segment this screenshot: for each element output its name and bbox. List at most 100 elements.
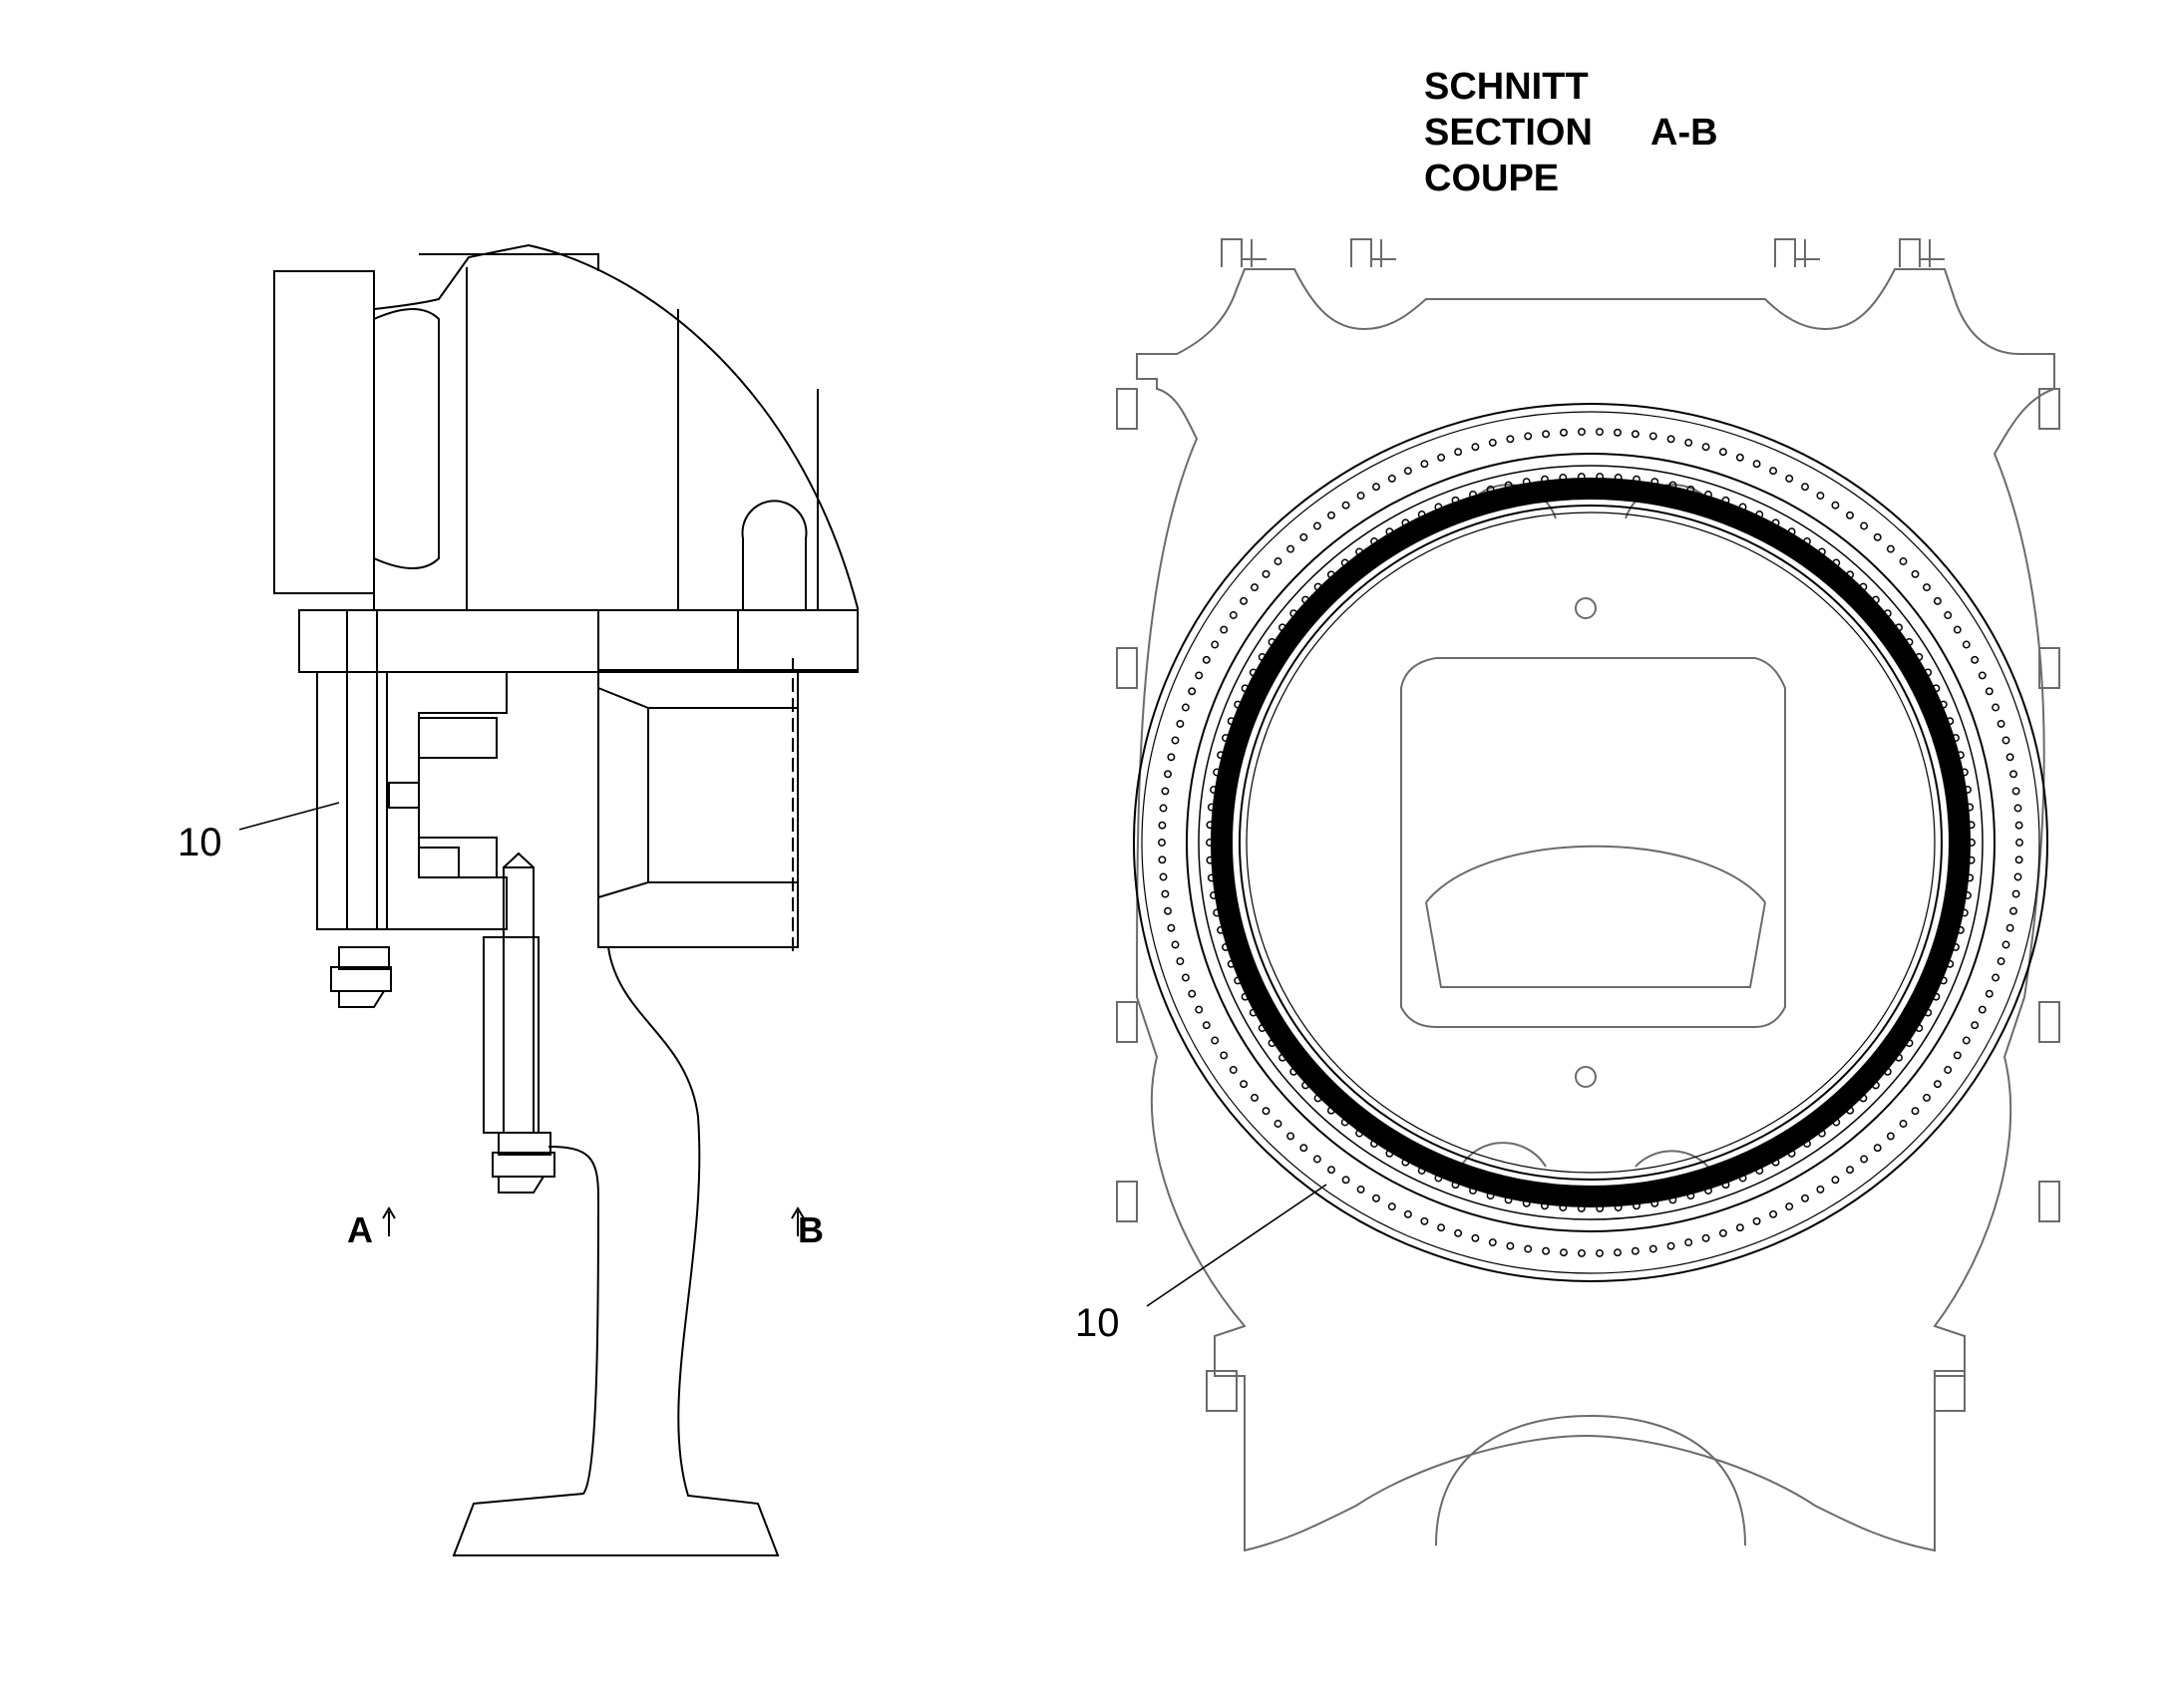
bolt-hole	[1559, 474, 1568, 482]
bolt-hole	[1946, 959, 1955, 968]
section-title-section: SECTION	[1424, 112, 1593, 154]
housing-flange	[419, 253, 599, 271]
bolt-hole	[1229, 611, 1238, 619]
bolt-hole	[1895, 1053, 1903, 1062]
bolt-hole	[1944, 1066, 1953, 1074]
bolt-hole	[1718, 448, 1727, 457]
bolt-hole	[1735, 1223, 1744, 1232]
bolt-hole	[1202, 655, 1211, 664]
bolt-hole	[1471, 443, 1480, 452]
bolt-hole	[1956, 925, 1965, 934]
bolt-hole	[1738, 1174, 1747, 1183]
bolt-hole	[1213, 768, 1222, 777]
bolt-hole	[1522, 478, 1531, 487]
bolt-hole	[1560, 428, 1568, 437]
bolt-hole	[1787, 527, 1796, 536]
bolt-hole	[1417, 511, 1426, 518]
ring-inner-edge	[1239, 505, 1943, 1181]
bolt-hole	[1240, 596, 1249, 605]
bolt-hole	[1803, 1140, 1811, 1148]
bolt-hole	[1686, 1192, 1695, 1200]
bolt-hole	[1769, 1209, 1778, 1218]
bolt-hole	[1504, 1196, 1513, 1204]
bolt-hole	[1176, 719, 1185, 728]
bolt-hole	[1220, 625, 1229, 634]
bolt-hole	[1161, 889, 1170, 898]
bolt-hole	[1803, 537, 1811, 545]
bolt-hole	[1434, 1174, 1443, 1183]
bolt-hole	[1924, 1008, 1933, 1017]
bolt-hole	[2014, 855, 2023, 864]
bolt-hole	[1816, 492, 1825, 501]
bolt-hole	[1614, 1203, 1623, 1211]
bolt-hole	[1217, 925, 1226, 934]
bolt-hole	[1159, 804, 1168, 813]
bolt-hole	[1577, 1203, 1586, 1212]
bolt-hole	[1286, 1132, 1295, 1141]
bolt-hole	[1967, 821, 1976, 830]
side-lug-right-1	[2038, 388, 2060, 430]
hub-body	[597, 671, 799, 948]
bolt-hole	[1341, 501, 1350, 510]
bolt-hole	[1181, 973, 1190, 982]
bolt-hole	[1704, 1187, 1712, 1195]
pin-hole-bottom	[1575, 1066, 1597, 1088]
bolt-hole	[1932, 992, 1941, 1001]
bolt-hole	[1846, 1106, 1855, 1115]
bolt-hole	[1832, 558, 1841, 567]
bolt-hole	[1985, 989, 1994, 998]
bolt-hole	[1997, 957, 2005, 966]
bolt-hole	[1301, 595, 1310, 604]
bolt-hole	[1967, 855, 1976, 864]
bolt-hole	[1356, 492, 1365, 501]
bolt-hole	[1258, 1024, 1267, 1033]
bolt-hole	[1752, 460, 1761, 469]
section-view	[1116, 238, 2060, 1552]
bolt-hole	[1469, 1187, 1477, 1195]
bolt-hole	[1752, 1216, 1761, 1225]
bolt-hole	[1262, 569, 1271, 578]
bolt-hole	[1817, 1129, 1826, 1138]
bolt-hole	[1522, 1198, 1531, 1207]
bolt-hole	[1326, 1106, 1335, 1115]
nut-lower	[498, 1132, 551, 1156]
side-elevation-view	[238, 243, 859, 1556]
bolt-hole	[1159, 872, 1168, 881]
bolt-hole	[1451, 1181, 1460, 1190]
cut-label-a: A	[347, 1209, 373, 1250]
bolt-hole	[1771, 1158, 1780, 1167]
nut-left	[338, 946, 390, 970]
bolt-hole	[1650, 1198, 1659, 1207]
bolt-hole	[1701, 1233, 1710, 1242]
plate-divisions	[597, 610, 739, 672]
bolt-hole	[1668, 1196, 1677, 1204]
bolt-hole	[1249, 1008, 1258, 1017]
bolt-hole	[1171, 736, 1180, 745]
bolt-hole	[1944, 611, 1953, 619]
bottom-lug-left	[1206, 1370, 1238, 1412]
bolt-hole	[1181, 703, 1190, 712]
housing-outer-contour	[273, 243, 859, 671]
ring-outer-edge-2	[1141, 411, 2040, 1274]
hub-silhouette	[1135, 268, 2055, 1552]
bolt-hole	[1506, 435, 1515, 444]
bolt-hole	[1992, 973, 2000, 982]
bolt-hole	[1939, 700, 1948, 709]
bolt-hole	[1195, 1005, 1204, 1014]
bolt-hole	[1313, 1094, 1322, 1103]
bolt-hole	[1871, 595, 1880, 604]
bolt-hole	[1946, 717, 1955, 726]
bolt-hole	[1176, 957, 1185, 966]
bolt-hole	[1899, 1120, 1908, 1128]
bolt-hole	[1755, 1167, 1764, 1175]
bolt-hole	[1211, 640, 1220, 649]
bolt-hole	[1202, 1021, 1211, 1030]
side-lug-left-3	[1116, 1001, 1138, 1043]
bolt-hole	[1370, 1140, 1378, 1148]
bolt-hole	[1859, 1094, 1868, 1103]
bolt-hole	[1992, 703, 2000, 712]
bottom-arch	[1435, 1414, 1746, 1546]
bolt-hole	[1240, 1080, 1249, 1089]
bolt-hole	[1559, 1203, 1568, 1211]
bolt-hole	[1596, 473, 1605, 482]
